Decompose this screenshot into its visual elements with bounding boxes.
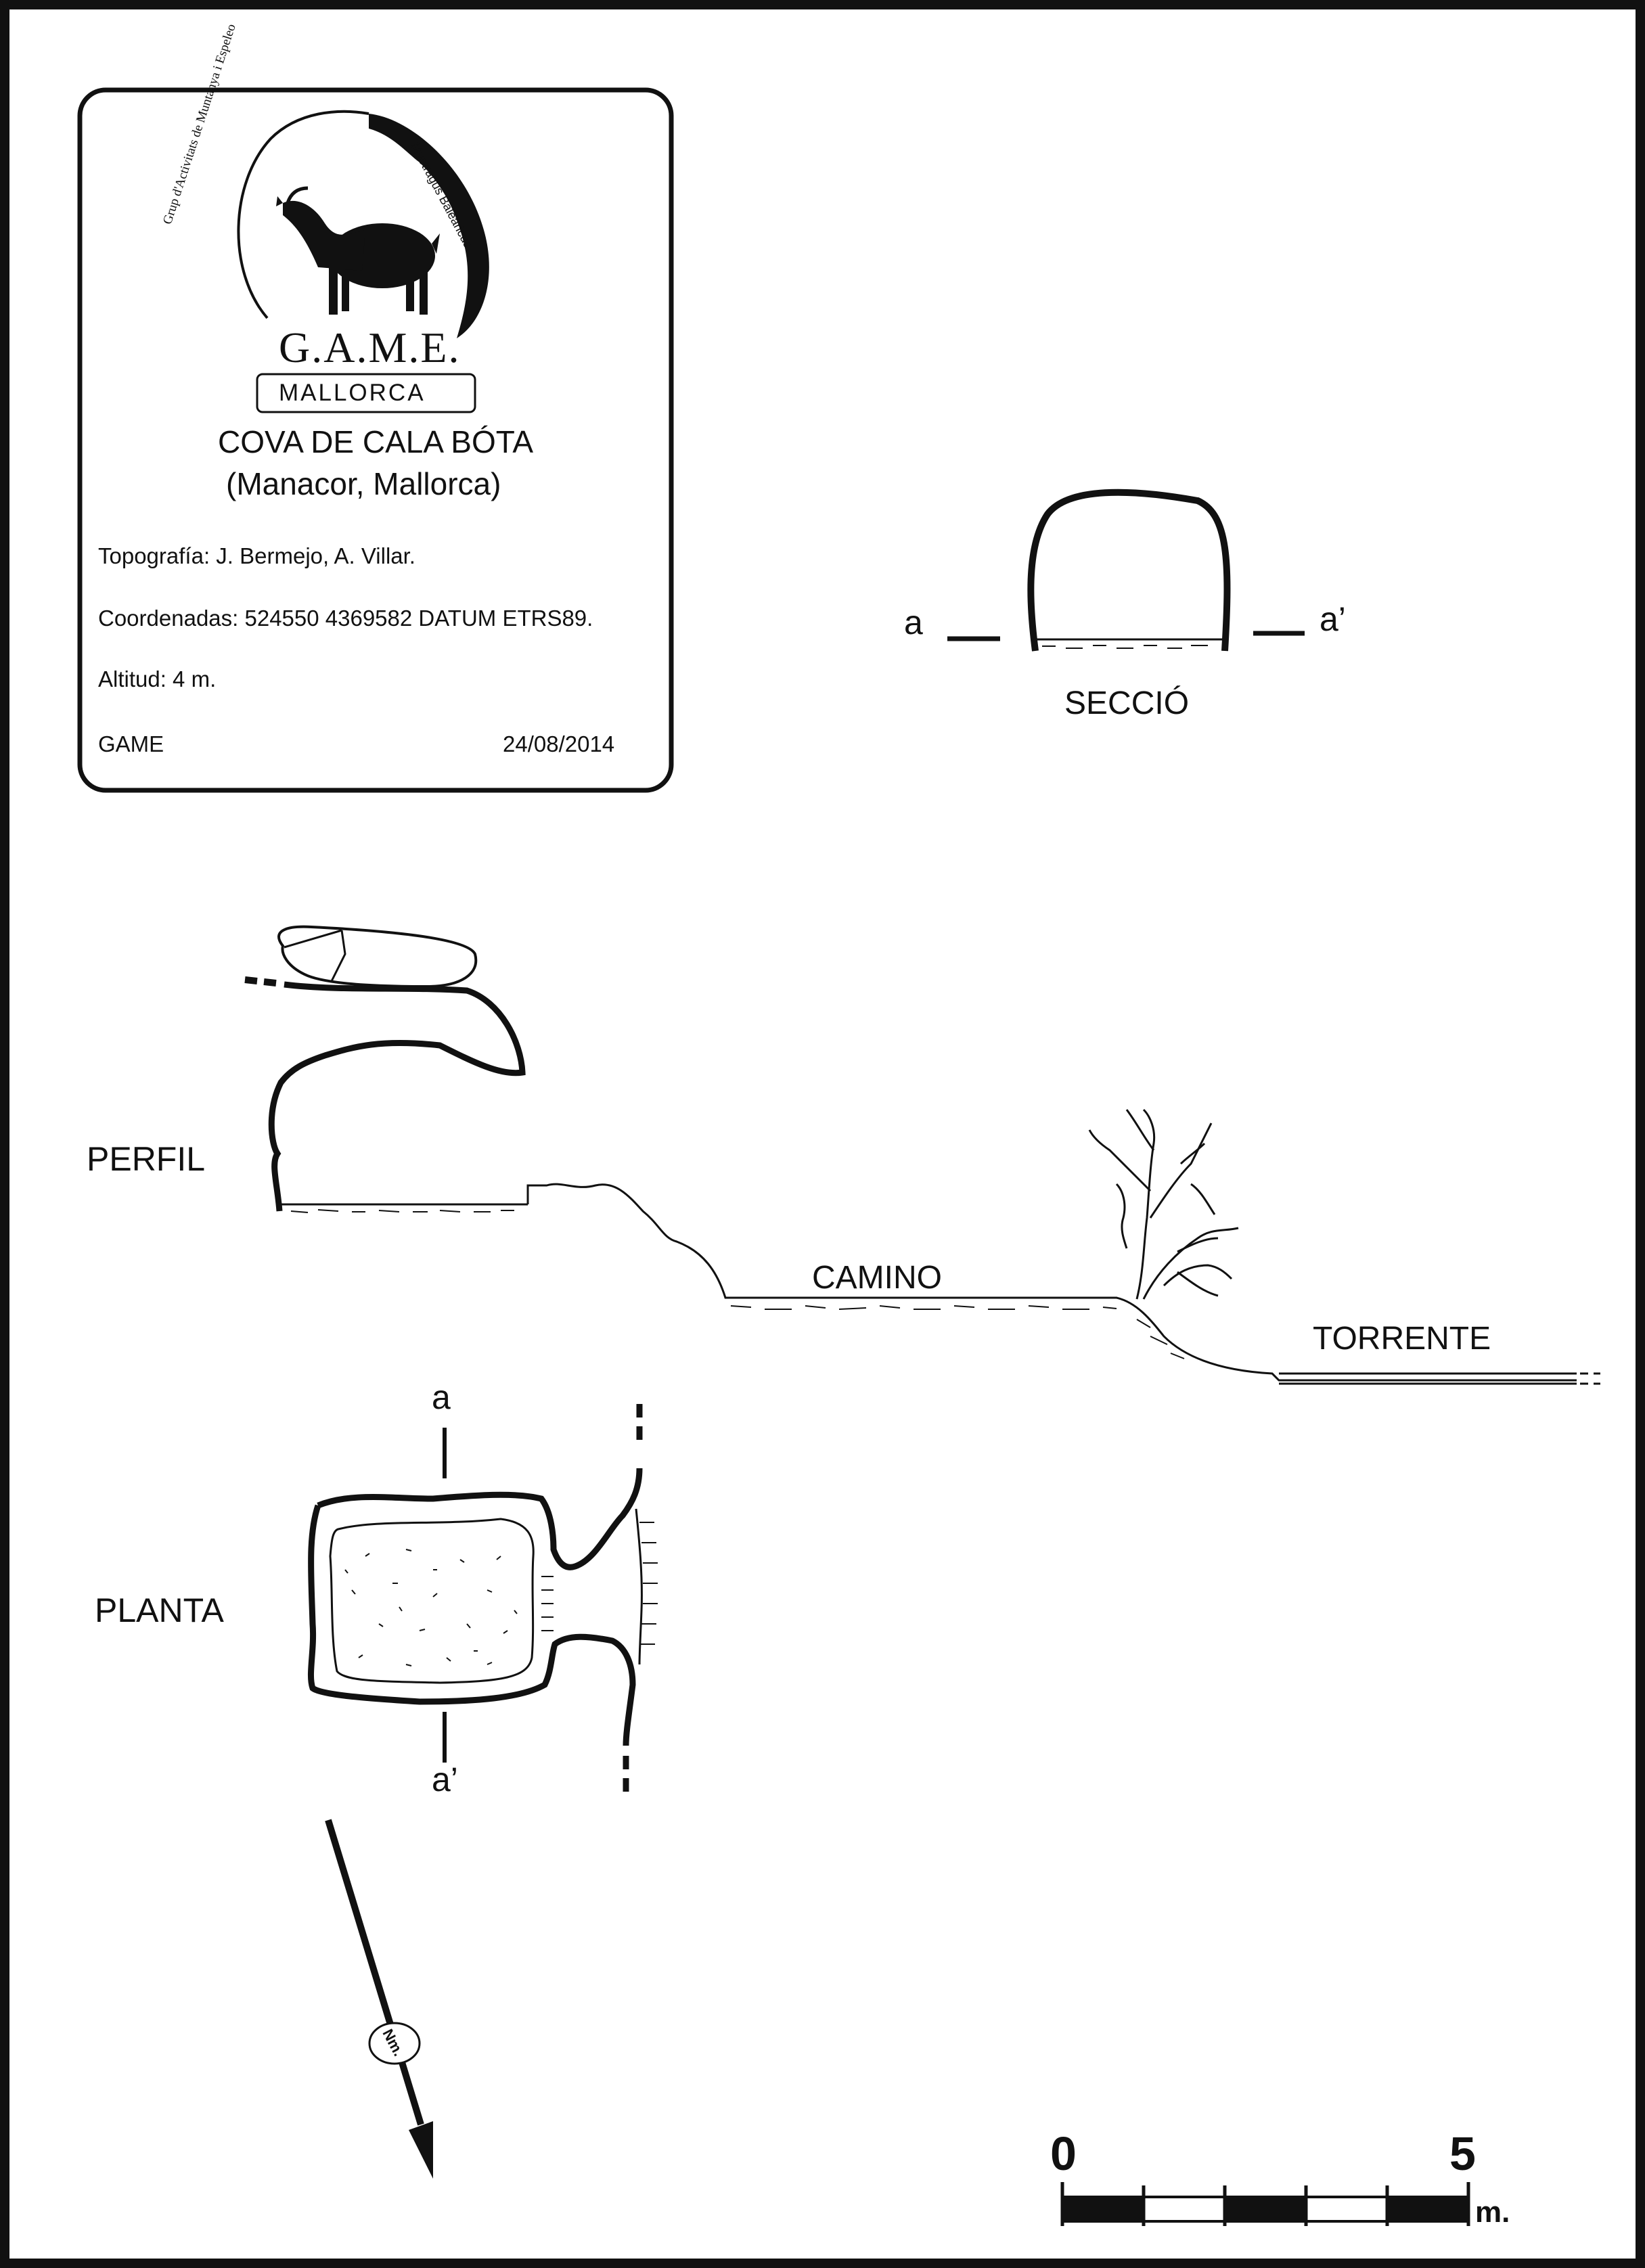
stream-label: TORRENTE xyxy=(1313,1321,1491,1357)
scale-unit: m. xyxy=(1475,2196,1510,2229)
cave-location: (Manacor, Mallorca) xyxy=(226,466,501,501)
plan-drawing xyxy=(307,1404,658,1792)
plan-bottom-mark: a’ xyxy=(432,1761,458,1798)
tree-icon xyxy=(1088,1108,1239,1300)
path-label: CAMINO xyxy=(812,1260,942,1296)
survey-date: 24/08/2014 xyxy=(503,731,615,756)
scale-start: 0 xyxy=(1050,2127,1077,2180)
north-arrow-icon xyxy=(325,1819,433,2179)
goat-silhouette-icon xyxy=(276,186,440,315)
section-right-mark: a’ xyxy=(1320,600,1346,638)
profile-title: PERFIL xyxy=(87,1140,206,1178)
profile-drawing xyxy=(244,925,1600,1385)
author: GAME xyxy=(98,731,164,756)
logo-dark-crescent xyxy=(369,114,489,338)
game-logo xyxy=(237,110,489,413)
logo-region-box xyxy=(256,373,476,413)
title-box xyxy=(77,87,674,793)
coordinates: Coordenadas: 524550 4369582 DATUM ETRS89… xyxy=(98,606,593,631)
logo-crescent-inner xyxy=(388,144,454,332)
logo-name: G.A.M.E. xyxy=(279,323,461,371)
section-title: SECCIÓ xyxy=(1064,685,1190,721)
cave-title: COVA DE CALA BÓTA xyxy=(218,424,534,459)
scale-end: 5 xyxy=(1449,2127,1476,2180)
floor-stipple xyxy=(344,1549,518,1666)
logo-ring-arc xyxy=(237,110,369,319)
plan-title: PLANTA xyxy=(95,1591,224,1629)
altitude: Altitud: 4 m. xyxy=(98,666,217,691)
logo-region: MALLORCA xyxy=(279,380,426,406)
topography-credit: Topografía: J. Bermejo, A. Villar. xyxy=(98,543,415,568)
section-drawing xyxy=(947,489,1305,652)
scale-bar xyxy=(1060,2182,1470,2226)
section-left-mark: a xyxy=(904,604,923,641)
boulder-icon xyxy=(277,925,478,989)
plan-top-mark: a xyxy=(432,1378,451,1416)
